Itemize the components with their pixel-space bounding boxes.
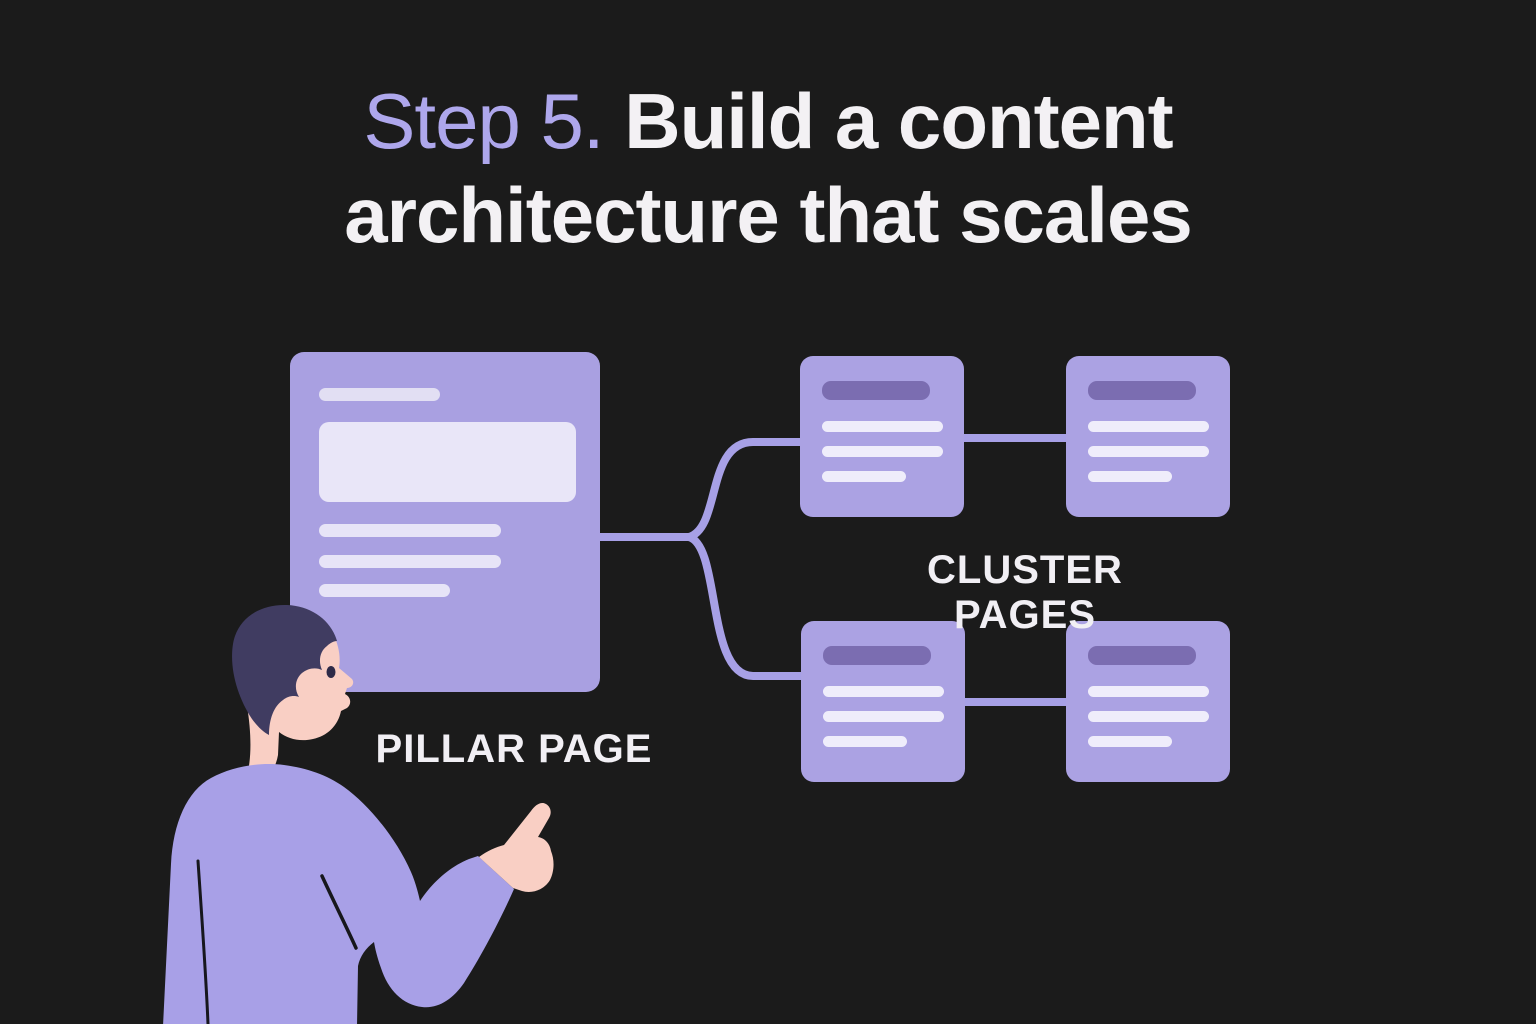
cluster-header-bar: [1088, 646, 1196, 665]
step-number: Step 5.: [363, 77, 604, 165]
cluster-text-line: [1088, 711, 1209, 722]
connector-pillar-to-bottom-cluster: [687, 533, 805, 680]
cluster-pages-label: CLUSTER PAGES: [927, 548, 1123, 637]
title-headline-part1: Build a content: [624, 77, 1173, 165]
connector-pillar-to-top-cluster: [687, 438, 804, 541]
sweater-back-seam: [196, 859, 210, 1024]
cluster-header-bar: [822, 381, 930, 400]
title-line-1: Step 5. Build a content: [363, 77, 1173, 165]
cluster-page-card-bottom-right: [1066, 621, 1230, 782]
pillar-short-text-line: [319, 584, 450, 597]
cluster-header-bar: [1088, 381, 1196, 400]
cluster-text-line: [823, 711, 944, 722]
cluster-page-card-top-right: [1066, 356, 1230, 517]
pillar-text-line: [319, 555, 501, 568]
cluster-text-line: [822, 446, 943, 457]
cluster-page-card-top-left: [800, 356, 964, 517]
cluster-text-line: [822, 421, 943, 432]
pillar-text-line: [319, 524, 501, 537]
person-pointing-hand: [479, 802, 554, 892]
page-title: Step 5. Build a content architecture tha…: [0, 74, 1536, 262]
pillar-page-label: PILLAR PAGE: [375, 727, 653, 771]
pillar-title-bar: [319, 388, 440, 401]
cluster-text-line: [1088, 421, 1209, 432]
pillar-page-card: [290, 352, 600, 692]
cluster-text-line: [1088, 686, 1209, 697]
cluster-short-text-line: [822, 471, 906, 482]
cluster-short-text-line: [823, 736, 907, 747]
sweater-arm-seam: [320, 874, 358, 950]
cluster-short-text-line: [1088, 736, 1172, 747]
pillar-hero-block: [319, 422, 576, 502]
title-headline-part2: architecture that scales: [344, 171, 1192, 259]
person-sweater: [163, 764, 514, 1024]
cluster-short-text-line: [1088, 471, 1172, 482]
cluster-text-line: [823, 686, 944, 697]
cluster-text-line: [1088, 446, 1209, 457]
cluster-page-card-bottom-left: [801, 621, 965, 782]
cluster-header-bar: [823, 646, 931, 665]
